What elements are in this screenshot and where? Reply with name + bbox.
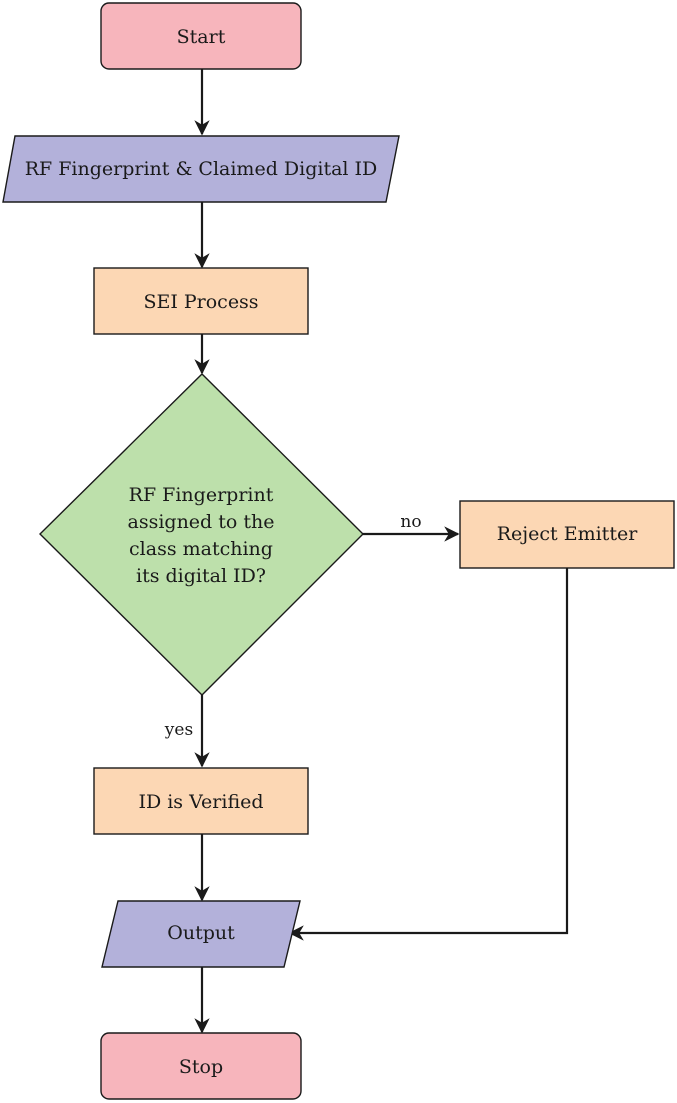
decision-line-2: assigned to the [128, 511, 275, 533]
edge-label-yes: yes [164, 720, 193, 740]
edge-reject-output [288, 568, 569, 941]
input-label: RF Fingerprint & Claimed Digital ID [25, 158, 378, 180]
sei-process-label: SEI Process [143, 291, 258, 313]
decision-line-4: its digital ID? [136, 565, 266, 587]
input-shape [2, 135, 400, 203]
sei-process-node: SEI Process [93, 267, 309, 335]
id-verified-shape [93, 767, 309, 835]
output-node: Output [101, 900, 301, 968]
decision-shape [39, 373, 364, 696]
sei-process-shape [93, 267, 309, 335]
decision-node: RF Fingerprint assigned to the class mat… [39, 373, 364, 696]
start-label: Start [177, 26, 226, 48]
id-verified-label: ID is Verified [138, 791, 263, 813]
output-shape [101, 900, 301, 968]
stop-label: Stop [179, 1056, 223, 1078]
reject-emitter-shape [459, 500, 675, 569]
decision-line-3: class matching [129, 538, 273, 560]
start-shape [100, 2, 302, 70]
input-node: RF Fingerprint & Claimed Digital ID [2, 135, 400, 203]
edge-label-no: no [400, 512, 421, 532]
edges [194, 69, 569, 1034]
reject-emitter-label: Reject Emitter [497, 523, 638, 545]
start-node: Start [100, 2, 302, 70]
output-label: Output [167, 922, 235, 944]
decision-line-1: RF Fingerprint [129, 484, 274, 506]
stop-node: Stop [100, 1032, 302, 1100]
stop-shape [100, 1032, 302, 1100]
reject-emitter-node: Reject Emitter [459, 500, 675, 569]
id-verified-node: ID is Verified [93, 767, 309, 835]
